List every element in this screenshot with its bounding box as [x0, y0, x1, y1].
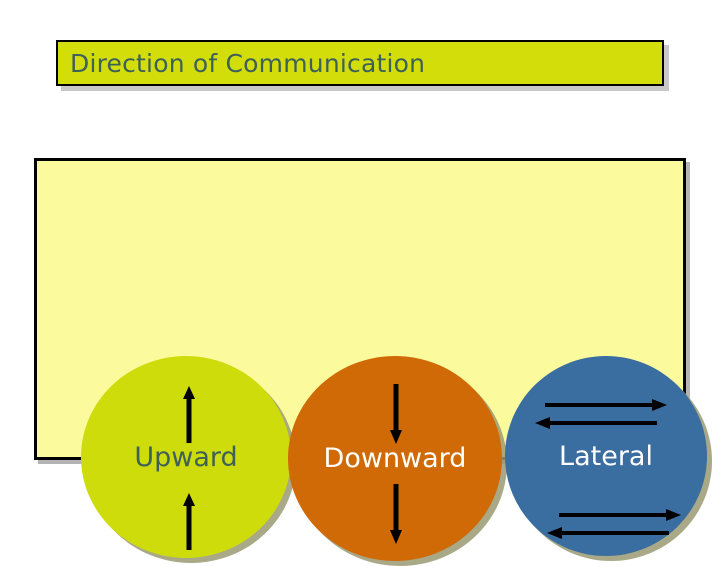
- arrow-up-top-icon: [177, 386, 201, 444]
- title-box: Direction of Communication: [56, 40, 664, 86]
- upward-label: Upward: [134, 441, 238, 473]
- page-title: Direction of Communication: [70, 48, 426, 78]
- content-panel: Upward Downward: [34, 158, 712, 566]
- slide-canvas: Direction of Communication Upward: [34, 40, 712, 566]
- arrow-right-bottom-icon: [559, 508, 681, 522]
- arrow-left-top-icon: [535, 416, 657, 430]
- arrow-down-top-icon: [384, 384, 408, 444]
- lateral-label: Lateral: [559, 440, 653, 472]
- downward-circle[interactable]: Downward: [288, 356, 502, 561]
- downward-label: Downward: [323, 443, 467, 474]
- upward-circle[interactable]: Upward: [81, 356, 291, 558]
- lateral-circle[interactable]: Lateral: [505, 356, 707, 556]
- arrow-down-bottom-icon: [384, 484, 408, 544]
- arrow-right-top-icon: [545, 398, 667, 412]
- arrow-left-bottom-icon: [547, 526, 669, 540]
- arrow-up-bottom-icon: [177, 493, 201, 551]
